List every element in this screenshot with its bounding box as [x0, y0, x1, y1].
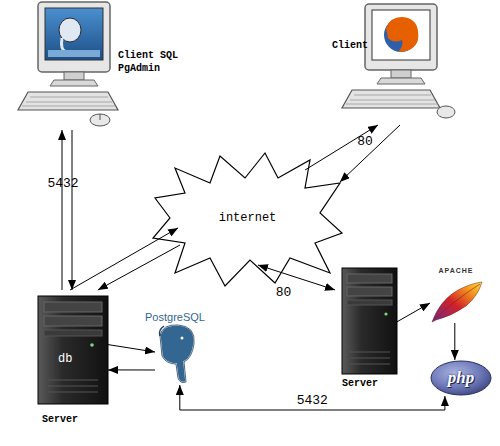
logo-text: APACHE: [425, 267, 487, 276]
connector-arrow: [108, 369, 155, 370]
apache-logo: APACHE: [425, 265, 487, 323]
connector-arrow: [397, 303, 430, 322]
connector-arrow: [62, 130, 63, 290]
logo-text: php: [430, 360, 492, 396]
port-label: 5432: [47, 176, 78, 191]
connector-arrow: [258, 265, 335, 290]
connector-arrow: [340, 125, 400, 182]
port-label: 80: [357, 133, 373, 148]
connector-arrow: [98, 245, 180, 290]
connector-arrow: [70, 228, 178, 290]
apache-feather: [432, 282, 482, 322]
server-tower: dbServer: [30, 290, 108, 430]
php-logo: php: [430, 360, 492, 396]
web-server-tower: [342, 268, 397, 374]
server-label: Server: [42, 414, 78, 427]
internet-cloud: internet: [150, 148, 345, 288]
server-label: Server: [342, 378, 378, 391]
port-label: 5432: [297, 393, 328, 408]
db-server-tower: [38, 296, 108, 404]
server-name: db: [58, 352, 72, 367]
postgres-elephant: [160, 325, 195, 383]
cloud-label: internet: [150, 148, 345, 288]
logo-text: PostgreSQL: [135, 311, 215, 325]
port-label: 80: [276, 285, 292, 300]
browser-computer: [342, 4, 455, 118]
connector-arrow: [454, 323, 455, 360]
client-label: Client SQL PgAdmin: [118, 50, 190, 75]
connector-arrow: [305, 125, 378, 170]
client-computer: Client SQL PgAdmin: [30, 0, 215, 130]
postgres-logo: PostgreSQL: [135, 310, 215, 385]
connector-arrow: [180, 385, 445, 410]
client-label: Client: [332, 40, 368, 53]
server-tower: Server: [335, 262, 397, 392]
pgadmin-computer: [18, 2, 118, 126]
connector-arrow: [108, 345, 155, 352]
client-computer: Client: [330, 0, 440, 125]
connector-arrow: [72, 130, 73, 290]
